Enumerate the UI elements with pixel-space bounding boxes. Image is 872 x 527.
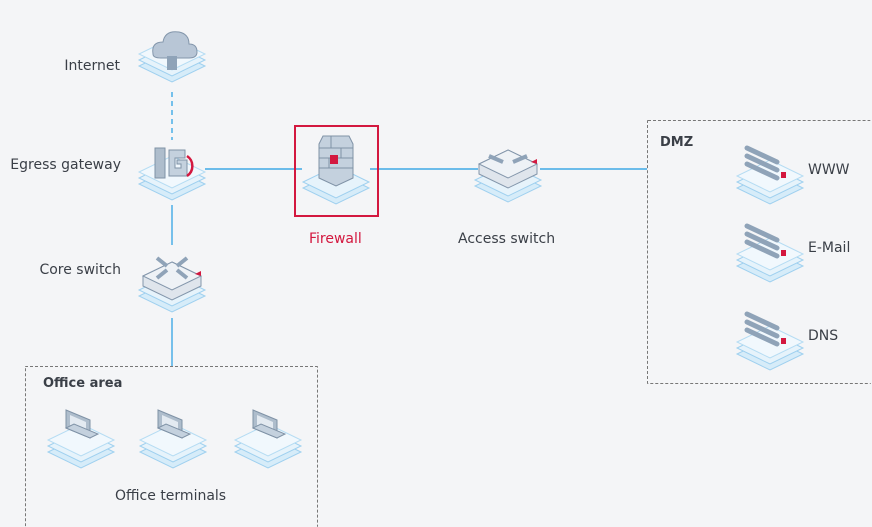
server-icon — [735, 311, 805, 371]
cloud-icon — [137, 31, 207, 83]
office-area-zone — [25, 366, 318, 527]
office-area-zone-title: Office area — [43, 376, 123, 391]
server-icon — [735, 145, 805, 205]
firewall-icon — [301, 135, 371, 205]
egress-gateway-label: Egress gateway — [10, 157, 121, 173]
network-diagram: DMZ Office area Internet Egress gateway — [10, 12, 871, 527]
dns-label: DNS — [808, 328, 839, 344]
office-terminal-3[interactable] — [233, 396, 303, 476]
office-terminal-2[interactable] — [138, 396, 208, 476]
egress-gateway-node[interactable] — [137, 128, 207, 208]
laptop-icon — [138, 409, 208, 469]
firewall-label: Firewall — [309, 231, 362, 247]
gateway-icon — [137, 147, 207, 201]
core-switch-icon — [137, 256, 207, 313]
www-label: WWW — [808, 162, 850, 178]
access-switch-icon — [473, 149, 543, 203]
laptop-icon — [233, 409, 303, 469]
office-terminal-1[interactable] — [46, 396, 116, 476]
email-label: E-Mail — [808, 240, 851, 256]
internet-node[interactable] — [137, 12, 207, 92]
dmz-zone-title: DMZ — [660, 135, 694, 150]
internet-label: Internet — [64, 58, 120, 74]
core-switch-node[interactable] — [137, 238, 207, 318]
dns-server-node[interactable] — [735, 298, 805, 378]
access-switch-label: Access switch — [458, 231, 556, 247]
laptop-icon — [46, 409, 116, 469]
connection-layer — [171, 92, 647, 366]
core-switch-label: Core switch — [39, 262, 121, 278]
email-server-node[interactable] — [735, 210, 805, 290]
firewall-highlight — [294, 125, 379, 217]
firewall-node[interactable] — [301, 130, 371, 210]
access-switch-node[interactable] — [473, 128, 543, 208]
server-icon — [735, 223, 805, 283]
office-terminals-label: Office terminals — [115, 488, 227, 504]
www-server-node[interactable] — [735, 132, 805, 212]
dmz-zone — [647, 120, 871, 384]
